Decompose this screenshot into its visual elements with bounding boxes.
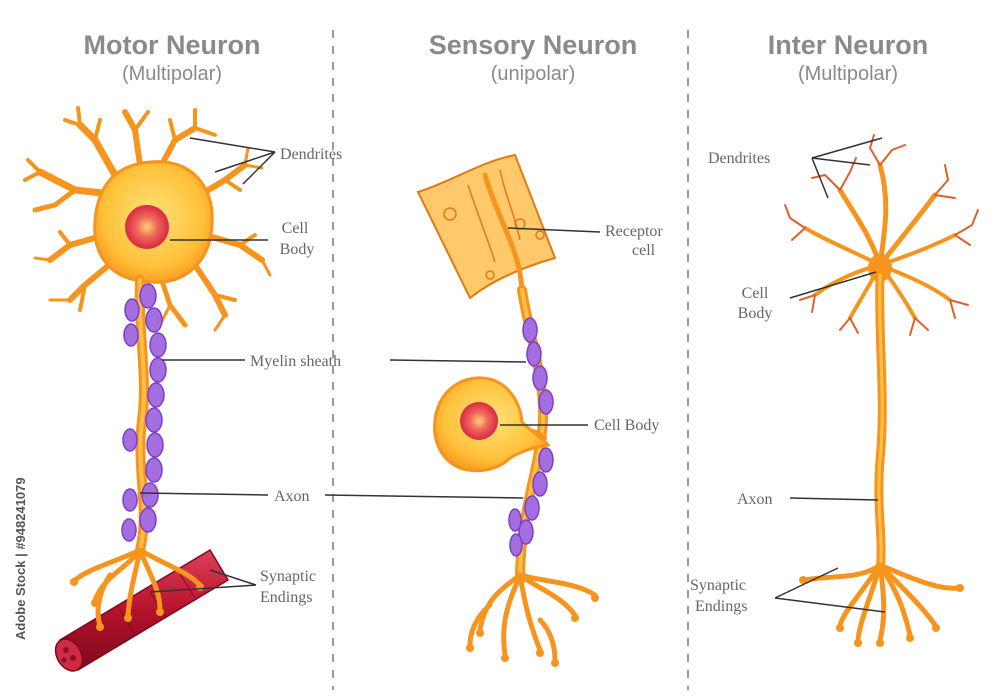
inter-neuron: [784, 134, 979, 647]
stock-watermark: Adobe Stock | #948241079: [13, 477, 28, 640]
label-inter-synaptic-line2: Endings: [695, 598, 747, 615]
receptor-cell: [416, 153, 557, 300]
label-motor-cell-body-line1: Cell: [282, 220, 309, 237]
label-motor-dendrites: Dendrites: [280, 146, 342, 163]
label-receptor-line1: Receptor: [605, 223, 663, 240]
sensory-nucleus: [460, 402, 498, 440]
label-synaptic-line2: Endings: [260, 589, 312, 606]
inter-neuron-title: Inter Neuron: [768, 30, 929, 60]
motor-neuron: [23, 106, 272, 672]
muscle-fiber: [54, 548, 230, 672]
sensory-neuron: [416, 153, 599, 667]
leader-lines: [139, 137, 886, 613]
label-motor-cell-body-line2: Body: [280, 241, 315, 258]
sensory-neuron-title: Sensory Neuron: [429, 30, 638, 60]
sensory-neuron-subtitle: (unipolar): [491, 63, 575, 85]
inter-neuron-subtitle: (Multipolar): [798, 63, 898, 85]
label-inter-dendrites: Dendrites: [708, 150, 770, 167]
label-axon: Axon: [274, 488, 310, 505]
motor-myelin-sheath: [121, 283, 167, 542]
label-synaptic-line1: Synaptic: [260, 568, 316, 585]
motor-neuron-title: Motor Neuron: [84, 30, 261, 60]
label-receptor-line2: cell: [632, 242, 656, 259]
motor-synaptic-endings: [72, 547, 203, 628]
motor-dendrites: [23, 106, 272, 332]
inter-cell-body: [868, 254, 892, 282]
label-inter-cell-body-line2: Body: [738, 305, 773, 322]
sensory-synaptic-endings: [467, 572, 598, 663]
label-inter-synaptic-line1: Synaptic: [690, 577, 746, 594]
label-inter-axon: Axon: [737, 491, 773, 508]
label-myelin-sheath: Myelin sheath: [250, 353, 341, 370]
inter-synaptic-endings: [802, 562, 961, 643]
motor-neuron-subtitle: (Multipolar): [122, 63, 222, 85]
sensory-myelin-sheath: [508, 317, 554, 557]
label-sensory-cell-body: Cell Body: [594, 417, 659, 434]
motor-nucleus: [125, 205, 169, 249]
label-inter-cell-body-line1: Cell: [742, 285, 769, 302]
